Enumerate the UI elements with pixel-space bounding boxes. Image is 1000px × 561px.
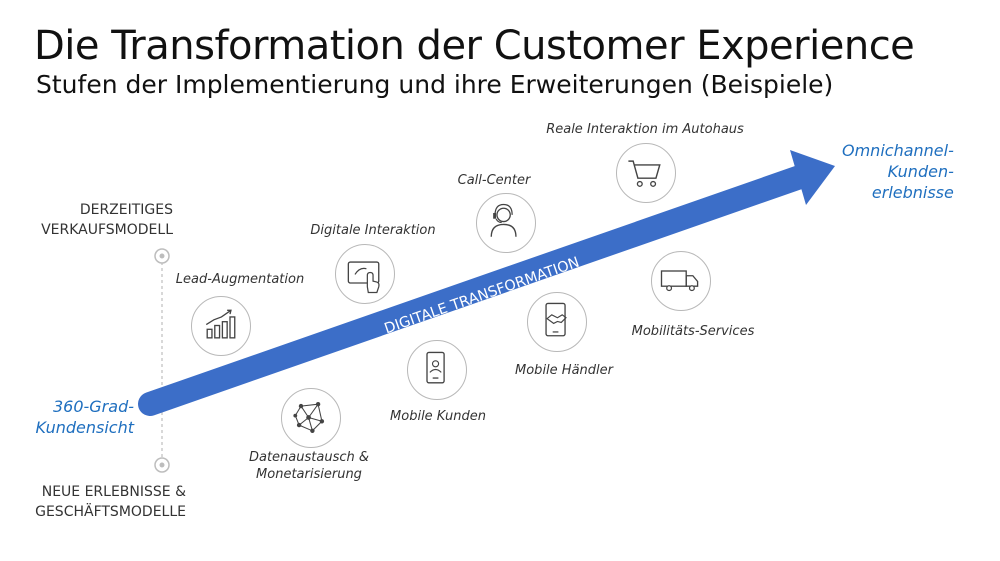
real-interaction-label: Reale Interaktion im Autohaus — [546, 122, 744, 137]
data-exchange-line1: Datenaustausch & — [248, 450, 370, 465]
mobile-customers-node — [407, 340, 467, 400]
arrow-end-line3: erlebnisse — [871, 183, 954, 202]
arrow-start-line2: Kundensicht — [35, 418, 134, 437]
smartphone-icon — [426, 351, 445, 384]
lead-augmentation-node — [191, 296, 251, 356]
new-experiences-line2: GESCHÄFTSMODELLE — [35, 504, 186, 520]
mobility-services-label: Mobilitäts-Services — [631, 324, 755, 339]
digital-interaction-node — [335, 244, 395, 304]
arrow-start-label: 360-Grad- Kundensicht — [36, 396, 134, 438]
page-title: Die Transformation der Customer Experien… — [34, 23, 915, 69]
page-subtitle: Stufen der Implementierung und ihre Erwe… — [36, 70, 834, 99]
data-exchange-node — [281, 388, 341, 448]
mobility-services-node — [651, 251, 711, 311]
real-interaction-node — [616, 143, 676, 203]
shopping-cart-icon — [628, 160, 661, 187]
data-exchange-line2: Monetarisierung — [256, 467, 362, 482]
axis-top-marker-dot — [159, 253, 165, 259]
transformation-arrow-shaft — [138, 165, 812, 416]
truck-icon — [660, 270, 699, 292]
current-sales-model-line2: VERKAUFSMODELL — [41, 222, 173, 238]
mobile-dealer-label: Mobile Händler — [515, 363, 613, 378]
arrow-start-line1: 360-Grad- — [52, 397, 134, 416]
arrow-end-label: Omnichannel- Kunden- erlebnisse — [842, 140, 954, 203]
transformation-arrow-head — [790, 150, 835, 205]
new-experiences-label: NEUE ERLEBNISSE & GESCHÄFTSMODELLE — [35, 482, 186, 522]
digital-interaction-label: Digitale Interaktion — [310, 223, 436, 238]
network-icon — [293, 402, 325, 433]
data-exchange-label: Datenaustausch & Monetarisierung — [229, 449, 389, 483]
handshake-phone-icon — [545, 302, 567, 337]
mobile-customers-label: Mobile Kunden — [390, 409, 486, 424]
current-sales-model-label: DERZEITIGES VERKAUFSMODELL — [41, 200, 173, 240]
touch-screen-icon — [347, 261, 380, 294]
axis-bottom-marker-dot — [159, 462, 165, 468]
chart-growth-icon — [205, 309, 236, 339]
current-sales-model-line1: DERZEITIGES — [79, 202, 173, 218]
headset-person-icon — [490, 203, 517, 237]
call-center-label: Call-Center — [457, 173, 531, 188]
new-experiences-line1: NEUE ERLEBNISSE & — [41, 484, 186, 500]
arrow-end-line2: Kunden- — [887, 162, 954, 181]
call-center-node — [476, 193, 536, 253]
mobile-dealer-node — [527, 292, 587, 352]
lead-augmentation-label: Lead-Augmentation — [175, 272, 305, 287]
arrow-end-line1: Omnichannel- — [842, 141, 954, 160]
